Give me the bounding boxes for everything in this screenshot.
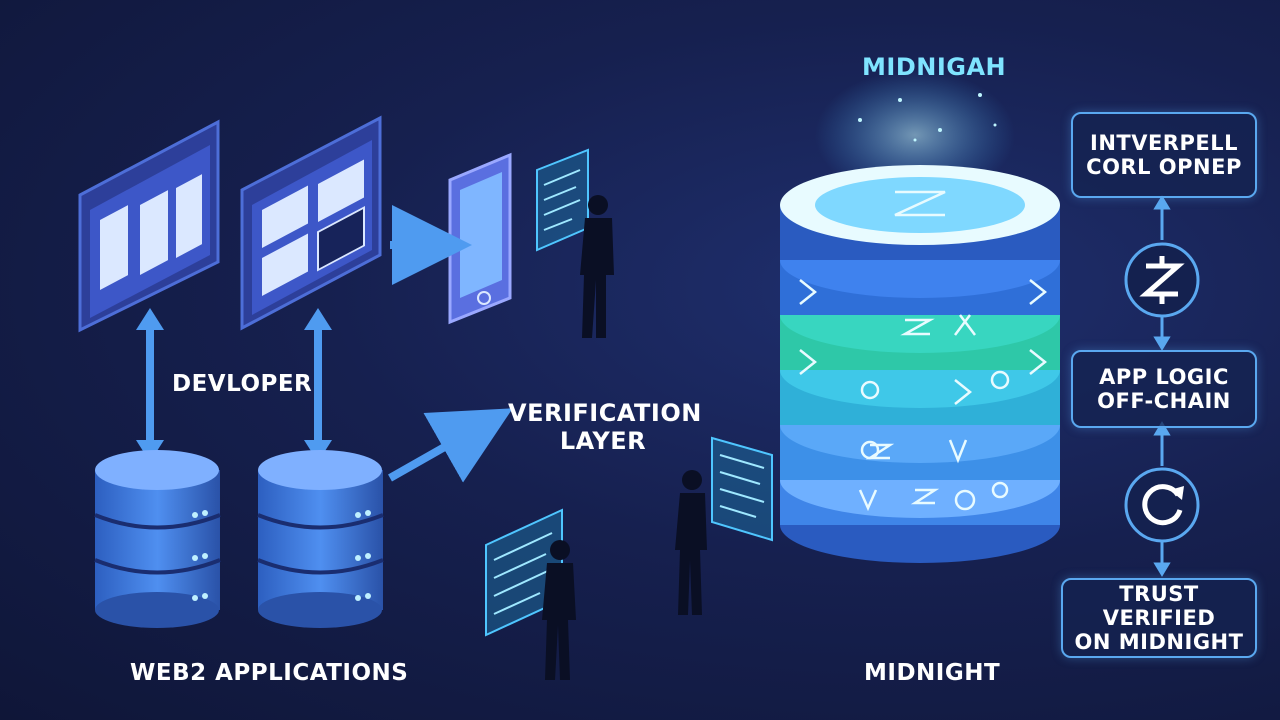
flow-box-2-line1: APP LOGIC	[1097, 365, 1231, 389]
arrow-to-verification	[390, 428, 478, 478]
zcash-z-icon	[1126, 244, 1198, 316]
verification-label-line1: VERIFICATION	[508, 400, 698, 428]
flow-box-3-line2: ON MIDNIGHT	[1063, 630, 1255, 654]
flow-box-2-line2: OFF-CHAIN	[1097, 389, 1231, 413]
verification-label-line2: LAYER	[508, 428, 698, 456]
double-arrow-left	[136, 308, 164, 462]
verification-layer-label: VERIFICATION LAYER	[508, 400, 698, 455]
web-app-monitor-2	[242, 118, 380, 328]
developer-label: DEVLOPER	[172, 371, 312, 397]
refresh-arrow-icon	[1126, 469, 1198, 541]
flow-box-3-text: TRUST VERIFIED ON MIDNIGHT	[1063, 582, 1255, 654]
person-silhouette-2	[675, 470, 707, 615]
midnight-bottom-label: MIDNIGHT	[864, 660, 1000, 686]
flow-box-1-line2: CORL OPNEP	[1086, 155, 1242, 179]
flow-box-1: INTVERPELL CORL OPNEP	[1071, 112, 1257, 198]
flow-box-3-line1: TRUST VERIFIED	[1063, 582, 1255, 630]
mobile-phone	[450, 155, 510, 322]
flow-box-2: APP LOGIC OFF-CHAIN	[1071, 350, 1257, 428]
flow-box-2-text: APP LOGIC OFF-CHAIN	[1097, 365, 1231, 413]
database-1	[95, 450, 220, 628]
web-app-monitor-1	[80, 122, 218, 330]
flow-box-1-line1: INTVERPELL	[1086, 131, 1242, 155]
web2-applications-label: WEB2 APPLICATIONS	[130, 660, 408, 686]
midnight-top-label: MIDNIGAH	[862, 54, 1006, 82]
flow-box-1-text: INTVERPELL CORL OPNEP	[1086, 131, 1242, 179]
flow-box-3: TRUST VERIFIED ON MIDNIGHT	[1061, 578, 1257, 658]
hologram-panel-1	[537, 150, 588, 250]
database-2	[258, 450, 383, 628]
hologram-panel-2	[712, 438, 772, 540]
